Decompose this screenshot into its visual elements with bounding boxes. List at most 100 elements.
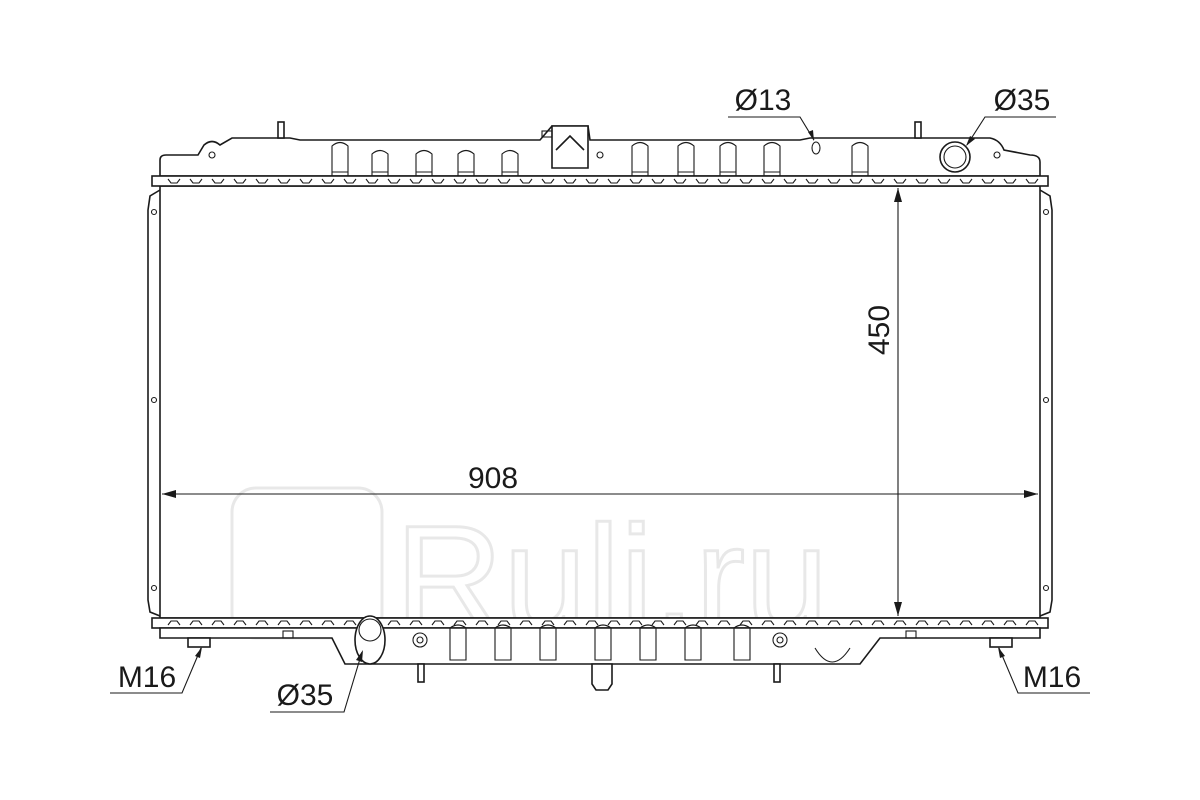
- plate-notch: [1003, 620, 1017, 626]
- left-side-bracket: [147, 189, 161, 617]
- plate-notch: [827, 620, 841, 626]
- plate-notch: [1025, 178, 1039, 184]
- plate-notch: [409, 178, 423, 184]
- bottom-right-pin: [773, 663, 781, 683]
- plate-notch: [827, 178, 841, 184]
- plate-notch: [299, 178, 313, 184]
- plate-notch: [761, 620, 775, 626]
- callout-label: Ø35: [277, 679, 334, 712]
- center-mount-hole: [596, 151, 604, 159]
- plate-notch: [475, 620, 489, 626]
- plate-notch: [717, 620, 731, 626]
- plate-notch: [717, 178, 731, 184]
- callout-label: Ø13: [735, 84, 792, 117]
- plate-notch: [321, 178, 335, 184]
- plate-notch: [629, 178, 643, 184]
- drain-plug: [591, 663, 613, 691]
- callout-left-m16: M16: [110, 647, 202, 694]
- plate-notch: [607, 178, 621, 184]
- plate-notch: [321, 620, 335, 626]
- bottom-left-boss-hole: [416, 636, 424, 644]
- tank-rib: [371, 149, 389, 176]
- bottom-right-clip: [905, 630, 917, 639]
- width-dimension-label: 908: [468, 462, 518, 495]
- plate-notch: [189, 178, 203, 184]
- plate-notch: [453, 178, 467, 184]
- inlet-port-inner: [943, 145, 967, 169]
- plate-notch: [211, 178, 225, 184]
- plate-notch: [409, 620, 423, 626]
- plate-notch: [519, 178, 533, 184]
- callout-label: M16: [1023, 661, 1081, 694]
- plate-notch: [959, 620, 973, 626]
- plate-notch: [893, 178, 907, 184]
- plate-notch: [211, 620, 225, 626]
- plate-notch: [915, 178, 929, 184]
- plate-notch: [651, 178, 665, 184]
- plate-notch: [981, 620, 995, 626]
- top-tank-ribs: [331, 141, 869, 176]
- plate-notch: [651, 620, 665, 626]
- plate-notch: [937, 178, 951, 184]
- bottom-right-boss: [772, 632, 788, 648]
- plate-notch: [761, 178, 775, 184]
- plate-notch: [629, 620, 643, 626]
- tank-rib: [457, 149, 475, 176]
- plate-notch: [673, 620, 687, 626]
- filler-tab: [541, 130, 553, 138]
- bottom-right-boss-hole: [776, 636, 784, 644]
- tank-rib: [763, 141, 781, 176]
- top-left-pin: [277, 121, 285, 139]
- plate-notch: [387, 620, 401, 626]
- height-dimension: 450: [863, 188, 902, 616]
- top-left-mount-hole: [208, 151, 216, 159]
- bracket-holes: [150, 208, 1050, 592]
- plate-notch: [563, 620, 577, 626]
- callout-bottom-d35: Ø35: [270, 650, 363, 713]
- tank-rib: [677, 141, 695, 176]
- outlet-port-inner: [358, 618, 382, 642]
- plate-notch: [541, 620, 555, 626]
- plate-notch: [365, 178, 379, 184]
- plate-notch: [519, 620, 533, 626]
- plate-notch: [915, 620, 929, 626]
- bottom-left-pin: [417, 663, 425, 683]
- plate-notch: [695, 178, 709, 184]
- bottom-tank: [159, 627, 1041, 665]
- top-right-pin: [914, 121, 922, 139]
- tank-rib: [631, 141, 649, 176]
- callout-right-m16: M16: [998, 647, 1090, 694]
- plate-notch: [585, 178, 599, 184]
- tank-rib: [639, 624, 657, 661]
- plate-notch: [475, 178, 489, 184]
- tank-rib: [539, 624, 557, 661]
- plate-notch: [497, 178, 511, 184]
- bottom-plate-notches: [167, 620, 1039, 626]
- callout-top-d35: Ø35: [966, 84, 1056, 146]
- bottom-left-boss: [412, 632, 428, 648]
- plate-notch: [673, 178, 687, 184]
- bottom-recess: [814, 647, 851, 663]
- plate-notch: [805, 620, 819, 626]
- bottom-tank-ribs: [449, 624, 751, 661]
- top-plate-notches: [167, 178, 1039, 184]
- plate-notch: [849, 620, 863, 626]
- plate-notch: [343, 178, 357, 184]
- height-dimension-label: 450: [863, 305, 896, 355]
- bottom-header-plate: [151, 617, 1049, 629]
- plate-notch: [431, 620, 445, 626]
- tank-rib: [594, 624, 612, 661]
- plate-notch: [255, 178, 269, 184]
- small-port-d13: [811, 141, 821, 155]
- tank-rib: [415, 149, 433, 176]
- plate-notch: [255, 620, 269, 626]
- right-m16-stud: [989, 637, 1013, 648]
- plate-notch: [431, 178, 445, 184]
- bottom-left-clip: [282, 630, 294, 639]
- plate-notch: [893, 620, 907, 626]
- callout-top-d13: Ø13: [728, 84, 815, 141]
- right-side-bracket: [1039, 189, 1053, 617]
- tank-rib: [733, 624, 751, 661]
